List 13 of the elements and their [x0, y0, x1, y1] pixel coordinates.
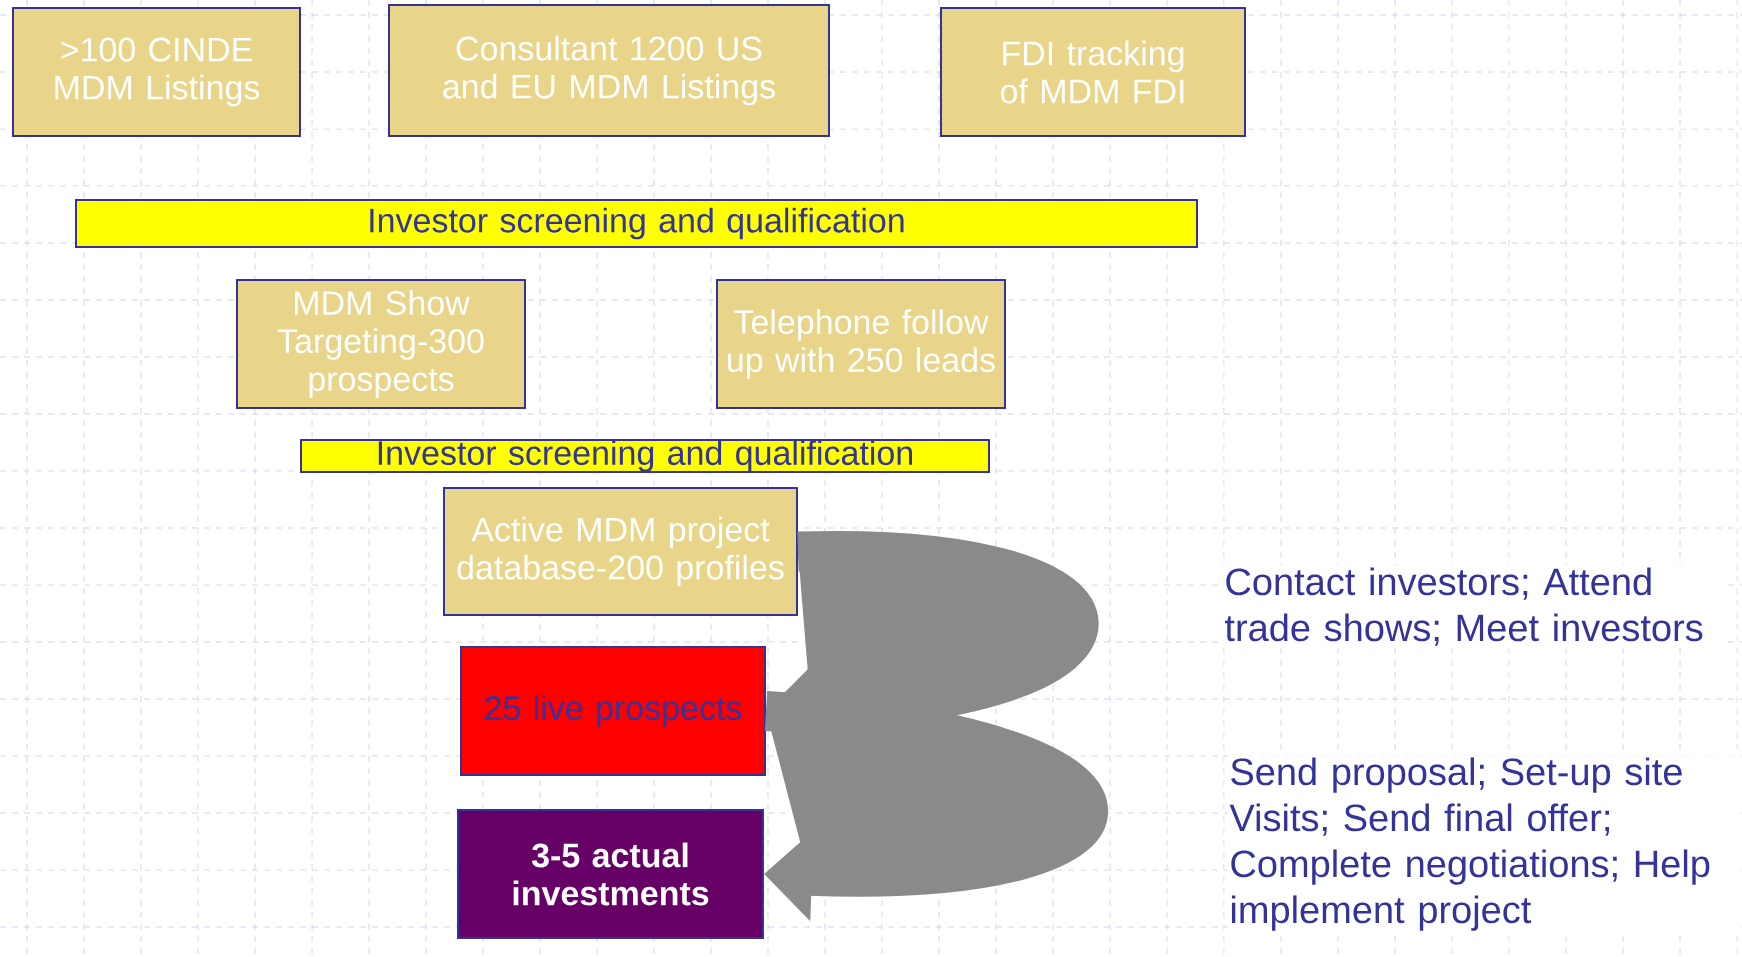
edge-label: Contact investors; Attend trade shows; Meet investors — [1222, 565, 1727, 648]
banner-bar: Investor screening and qualification — [300, 439, 990, 473]
edge-label: Send proposal; Set-up site Visits; Send final offer; Complete negotiations; Help implement project — [1227, 755, 1742, 933]
result-box: 3-5 actual investments — [457, 809, 764, 939]
banner-bar: Investor screening and qualification — [75, 199, 1198, 248]
process-box: Consultant 1200 US and EU MDM Listings — [388, 4, 830, 137]
highlight-box: 25 live prospects — [460, 646, 766, 776]
process-box: Telephone follow up with 250 leads — [716, 279, 1006, 409]
process-box: >100 CINDE MDM Listings — [12, 7, 301, 137]
process-box: FDI tracking of MDM FDI — [940, 7, 1246, 137]
process-box: MDM Show Targeting-300 prospects — [236, 279, 526, 409]
curved-arrow — [764, 691, 1107, 922]
process-box: Active MDM project database-200 profiles — [443, 487, 798, 616]
